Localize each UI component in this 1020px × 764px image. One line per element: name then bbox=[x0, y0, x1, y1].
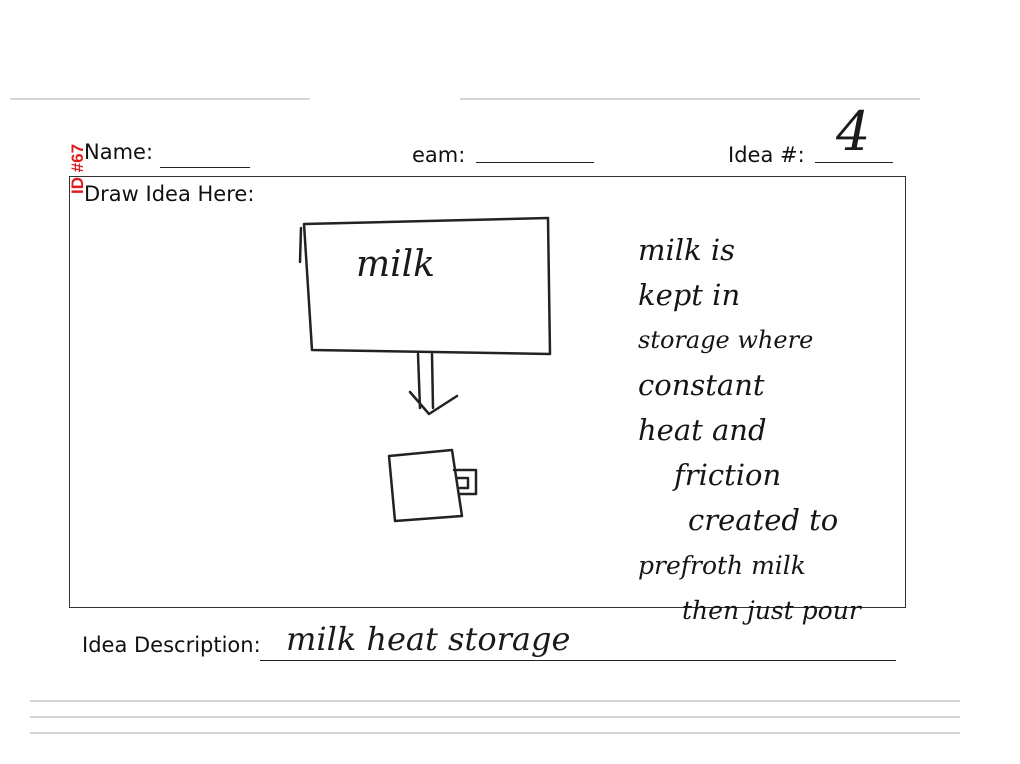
note-line: then just pour bbox=[682, 596, 861, 625]
idea-number-field[interactable] bbox=[815, 162, 893, 163]
note-line: created to bbox=[688, 503, 839, 537]
description-field[interactable] bbox=[260, 660, 896, 661]
note-line: heat and bbox=[638, 413, 767, 447]
note-line: friction bbox=[674, 458, 782, 492]
idea-number-value: 4 bbox=[836, 100, 871, 163]
team-field[interactable] bbox=[476, 162, 594, 163]
milk-storage-box bbox=[302, 216, 552, 356]
description-label: Idea Description: bbox=[82, 633, 261, 657]
cup-icon bbox=[387, 448, 464, 523]
idea-number-label: Idea #: bbox=[728, 143, 805, 167]
name-field[interactable] bbox=[160, 167, 250, 168]
team-label: eam: bbox=[412, 143, 466, 167]
note-line: storage where bbox=[638, 326, 814, 354]
note-line: constant bbox=[638, 368, 765, 402]
down-arrow-icon bbox=[408, 352, 459, 416]
note-line: kept in bbox=[638, 278, 741, 312]
sketch-note: milk is kept in storage where constant h… bbox=[638, 228, 918, 633]
note-line: prefroth milk bbox=[638, 551, 806, 580]
draw-area-frame bbox=[69, 176, 906, 608]
milk-box-label: milk bbox=[356, 244, 435, 285]
name-label: Name: bbox=[84, 140, 154, 164]
note-line: milk is bbox=[638, 233, 735, 267]
description-value: milk heat storage bbox=[286, 620, 571, 658]
draw-area-label: Draw Idea Here: bbox=[84, 182, 255, 206]
